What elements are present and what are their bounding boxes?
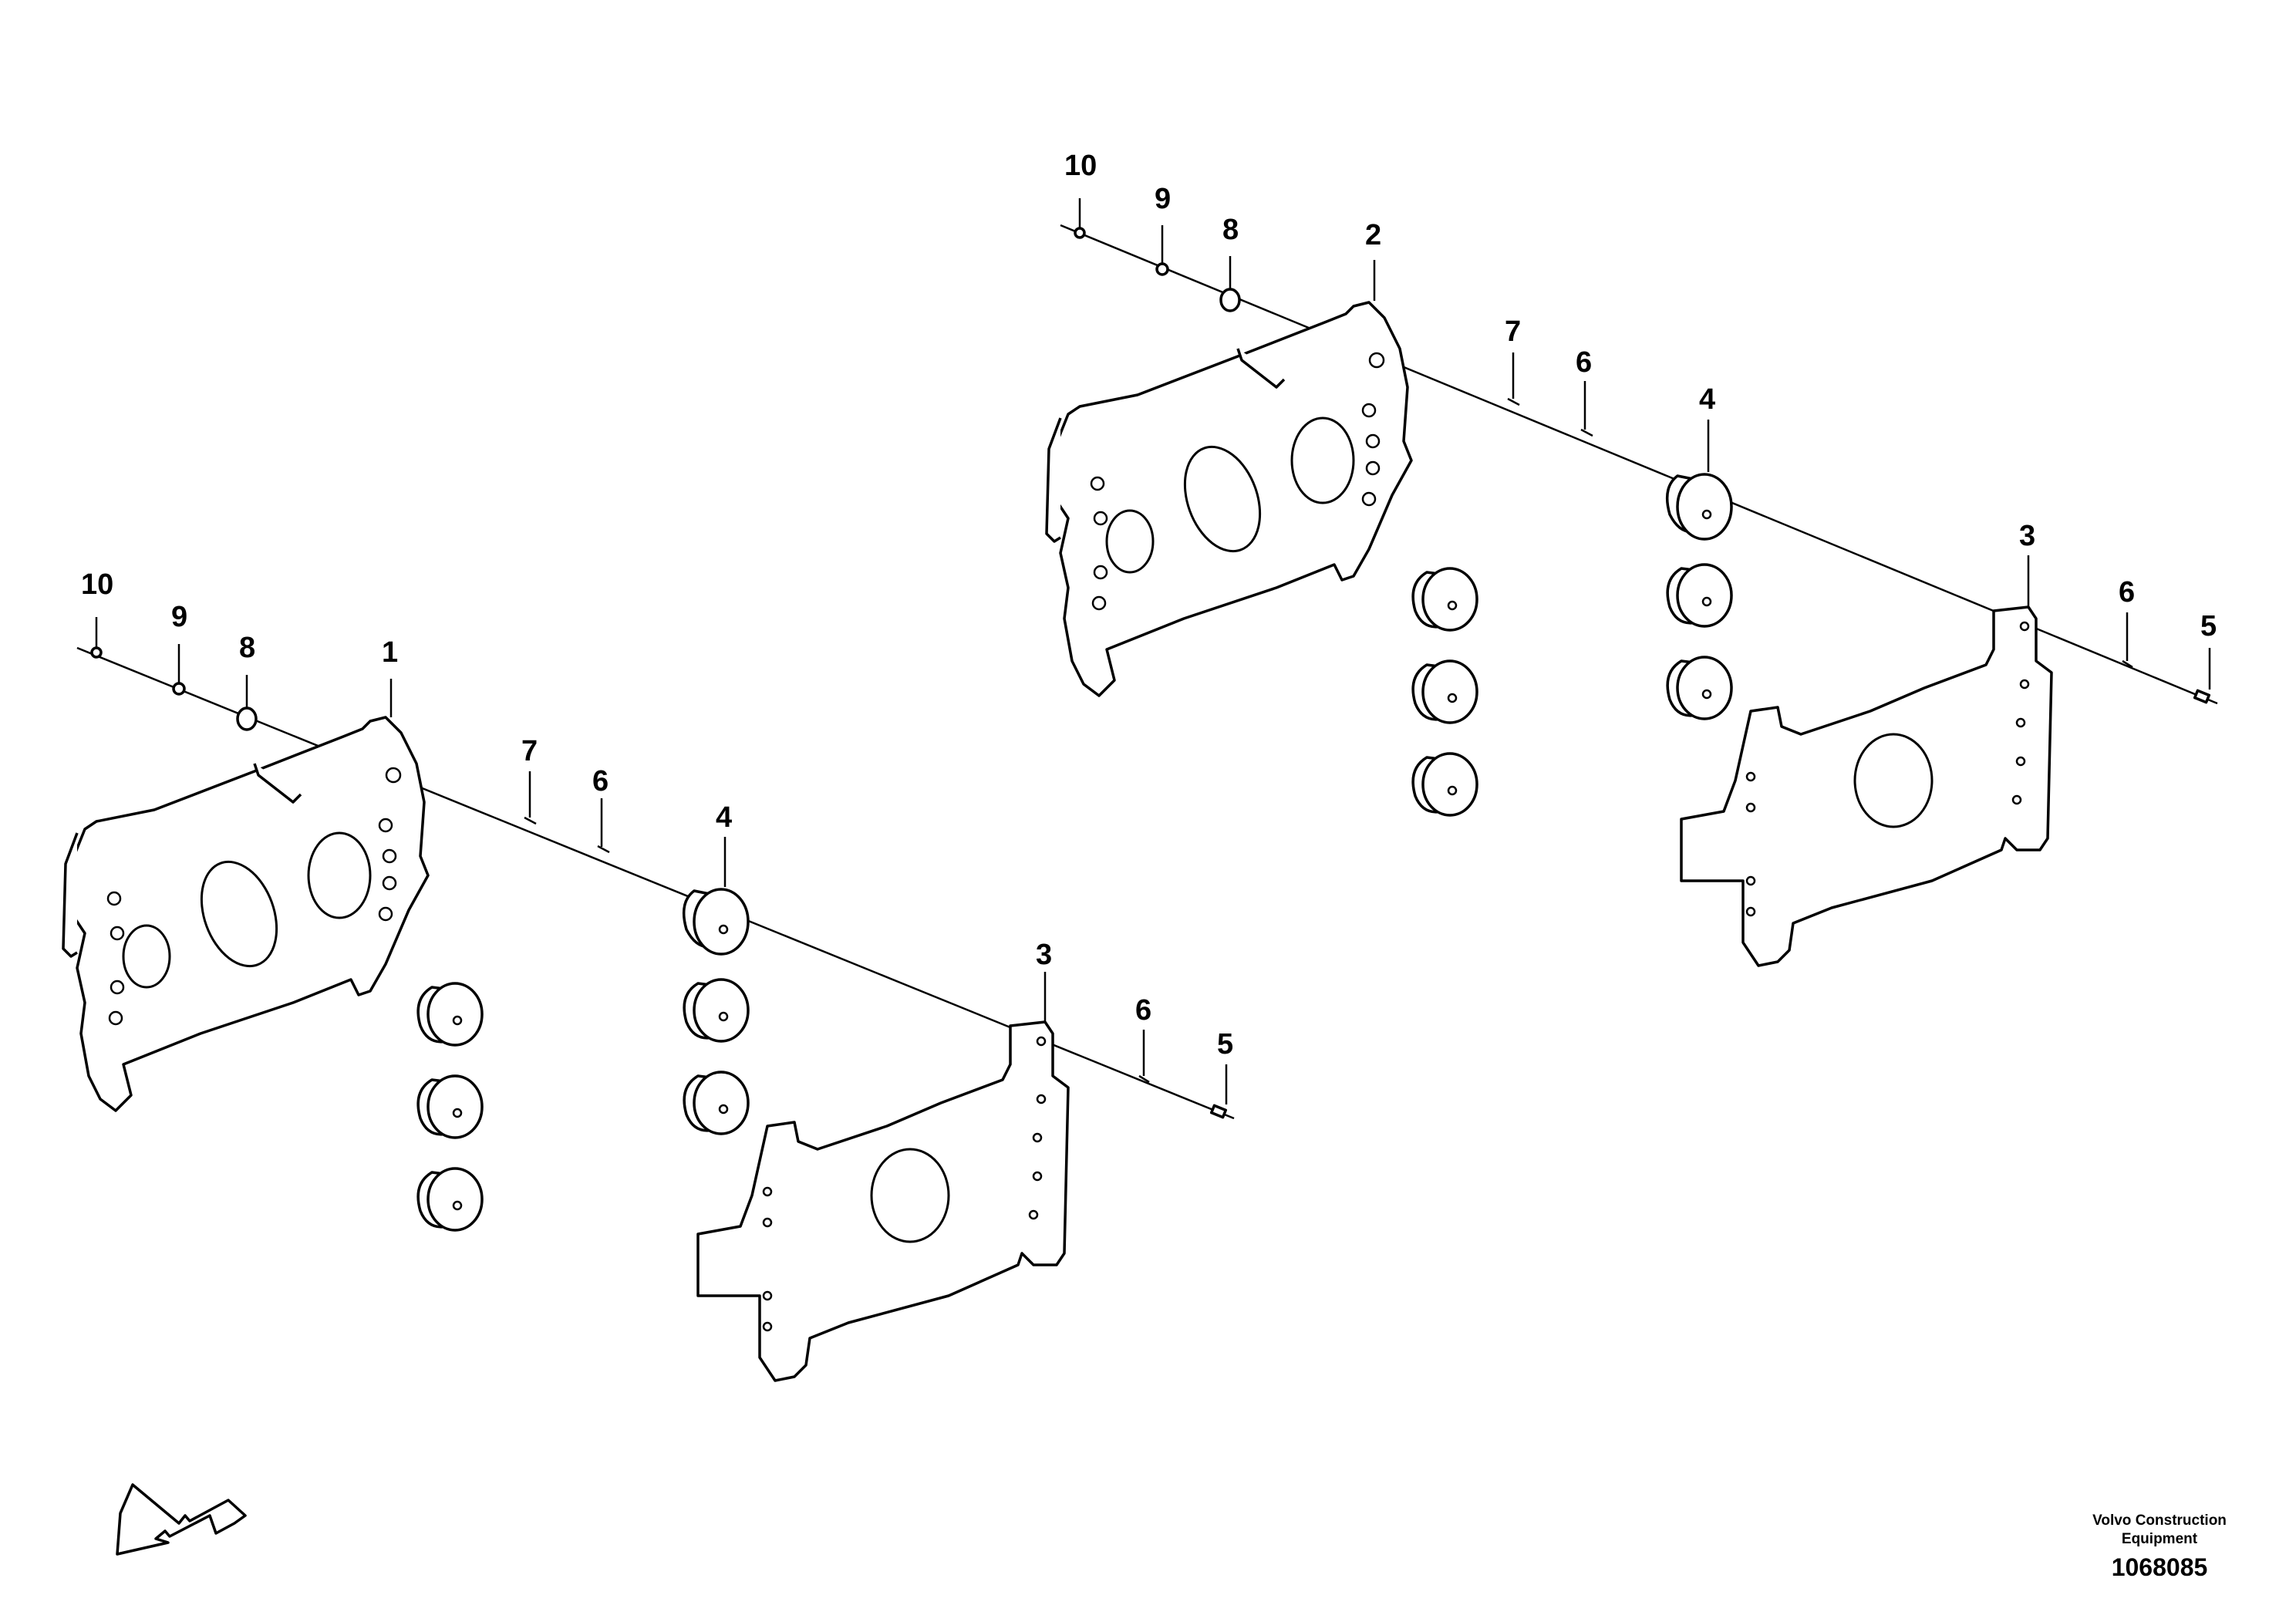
callout-10-b: 10 xyxy=(1064,150,1097,182)
callout-3-b: 3 xyxy=(2019,520,2035,552)
part-3-rear-plate-a xyxy=(696,1020,1070,1382)
brand-name-line1: Volvo Construction xyxy=(2092,1512,2227,1529)
part-6-pin-b-end xyxy=(2122,659,2133,669)
callout-5-a: 5 xyxy=(1217,1028,1233,1061)
callout-6-b-end: 6 xyxy=(2119,576,2135,609)
bushing-stack-b-left xyxy=(1411,567,1478,817)
callout-5-b: 5 xyxy=(2200,610,2217,642)
callout-8-a: 8 xyxy=(239,632,255,664)
part-5-bolt-a xyxy=(1209,1104,1228,1119)
assembly-b: 10 9 8 2 7 6 4 3 6 5 xyxy=(1045,150,2218,967)
callout-8-b: 8 xyxy=(1222,214,1239,246)
part-5-bolt-b xyxy=(2193,689,2211,704)
part-9-washer-b xyxy=(1155,262,1169,276)
callout-6-a: 6 xyxy=(592,765,609,798)
callout-7-b: 7 xyxy=(1505,315,1521,348)
callout-7-a: 7 xyxy=(521,735,538,767)
part-9-washer-a xyxy=(172,682,186,696)
leaders-b xyxy=(1078,198,2211,690)
part-6-pin-a-end xyxy=(1138,1074,1150,1084)
bushing-stack-a-center xyxy=(683,978,750,1135)
assembly-a: 10 9 8 1 7 6 4 3 6 5 xyxy=(62,568,1235,1382)
callout-1: 1 xyxy=(382,636,398,669)
drawing-number: 1068085 xyxy=(2111,1553,2208,1581)
part-6-pin-b xyxy=(1580,428,1593,437)
part-8-washer-b xyxy=(1219,288,1241,312)
part-4-bushing-a xyxy=(682,888,750,956)
part-2-front-plate xyxy=(1045,301,1413,697)
brand-block: Volvo Construction Equipment 1068085 xyxy=(2067,1512,2252,1582)
part-10-washer-b xyxy=(1074,227,1086,239)
callout-3-a: 3 xyxy=(1036,939,1052,971)
callout-9-a: 9 xyxy=(171,601,187,633)
callout-9-b: 9 xyxy=(1155,183,1171,215)
part-8-washer-a xyxy=(236,706,258,731)
brand-name-line2: Equipment xyxy=(2121,1531,2198,1547)
callout-6-a-end: 6 xyxy=(1135,994,1151,1027)
part-4-bushing-b xyxy=(1665,473,1733,541)
bushing-stack-b-center xyxy=(1666,563,1733,720)
part-3-rear-plate-b xyxy=(1680,605,2053,967)
callouts-b: 10 9 8 2 7 6 4 3 6 5 xyxy=(1064,150,2217,642)
callout-6-b: 6 xyxy=(1576,346,1592,379)
part-7-pin-a xyxy=(524,816,537,825)
callout-2: 2 xyxy=(1365,219,1381,251)
bushing-stack-a-left xyxy=(416,982,484,1232)
callouts-a: 10 9 8 1 7 6 4 3 6 5 xyxy=(81,568,1233,1061)
part-10-washer-a xyxy=(90,646,103,659)
leaders-a xyxy=(95,617,1228,1104)
part-7-pin-b xyxy=(1507,397,1520,406)
part-1-front-plate xyxy=(62,716,430,1112)
part-6-pin-a xyxy=(597,845,610,854)
callout-4-b: 4 xyxy=(1699,383,1715,416)
direction-arrow-icon xyxy=(116,1483,247,1556)
callout-10-a: 10 xyxy=(81,568,113,601)
callout-4-a: 4 xyxy=(716,801,732,834)
